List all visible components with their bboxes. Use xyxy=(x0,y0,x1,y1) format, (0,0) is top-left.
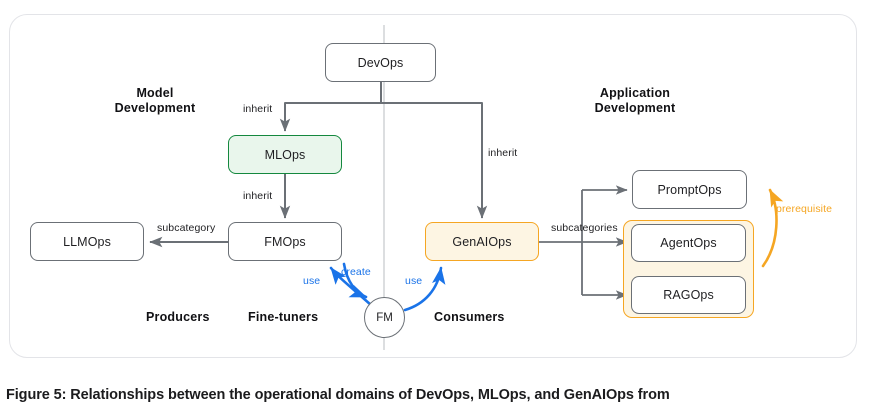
node-mlops[interactable]: MLOps xyxy=(228,135,342,174)
edge-label-create: create xyxy=(341,266,371,278)
edge-label-inherit-mlops: inherit xyxy=(243,103,273,115)
role-label-consumers: Consumers xyxy=(434,310,505,324)
figure-caption: Figure 5: Relationships between the oper… xyxy=(6,387,670,403)
edge-label-subcategory: subcategory xyxy=(157,222,216,234)
edge-label-inherit-genaiops: inherit xyxy=(488,147,518,159)
section-label-application-development-line2: Development xyxy=(594,101,676,115)
node-fmops[interactable]: FMOps xyxy=(228,222,342,261)
role-label-fine-tuners: Fine-tuners xyxy=(248,310,319,324)
edge-label-use-genaiops: use xyxy=(405,275,423,287)
edge-devops-to-mlops xyxy=(279,82,382,132)
node-ragops[interactable]: RAGOps xyxy=(631,276,746,314)
node-agentops[interactable]: AgentOps xyxy=(631,224,746,262)
section-label-model-development: Model Development xyxy=(80,86,230,116)
node-ragops-label: RAGOps xyxy=(663,288,714,302)
role-label-producers: Producers xyxy=(146,310,210,324)
edge-devops-to-genaiops xyxy=(381,102,488,219)
section-label-application-development: Application Development xyxy=(560,86,710,116)
node-devops[interactable]: DevOps xyxy=(325,43,436,82)
section-label-application-development-line1: Application xyxy=(599,86,671,100)
node-mlops-label: MLOps xyxy=(264,147,306,162)
node-genaiops[interactable]: GenAIOps xyxy=(425,222,539,261)
node-fm[interactable]: FM xyxy=(364,297,405,338)
node-fmops-label: FMOps xyxy=(264,234,306,249)
edge-label-use-fmops: use xyxy=(303,275,321,287)
edge-fm-to-fmops-use xyxy=(329,266,373,307)
section-label-model-development-line1: Model xyxy=(136,86,174,100)
edge-label-prerequisite: prerequisite xyxy=(776,203,833,215)
node-fm-label: FM xyxy=(376,311,393,324)
node-llmops[interactable]: LLMOps xyxy=(30,222,144,261)
section-label-model-development-line2: Development xyxy=(114,101,196,115)
node-llmops-label: LLMOps xyxy=(63,234,111,249)
edge-label-inherit-fmops: inherit xyxy=(243,190,273,202)
node-genaiops-label: GenAIOps xyxy=(452,234,512,249)
node-agentops-label: AgentOps xyxy=(660,236,717,250)
edge-fm-to-genaiops-use xyxy=(403,266,446,312)
node-promptops[interactable]: PromptOps xyxy=(632,170,747,209)
edge-label-subcategories: subcategories xyxy=(551,222,618,234)
node-promptops-label: PromptOps xyxy=(657,182,722,197)
edge-prerequisite xyxy=(761,188,784,268)
node-devops-label: DevOps xyxy=(357,55,404,70)
edge-fmops-to-fm-create xyxy=(342,262,368,299)
